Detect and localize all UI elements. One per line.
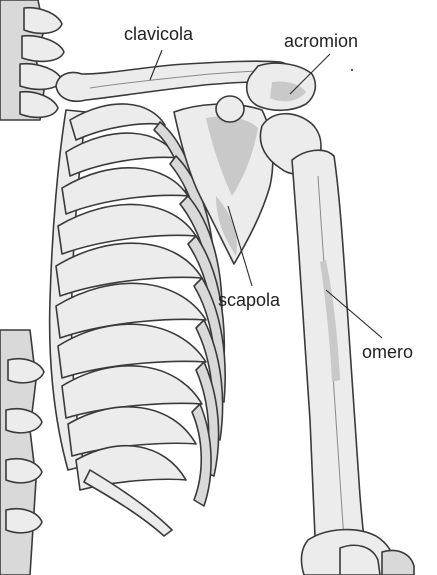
- acromion-label: acromion: [284, 31, 358, 51]
- acromion-bone: [247, 63, 316, 110]
- stray-dot: [351, 69, 353, 71]
- clavicle-label: clavicola: [124, 24, 194, 44]
- humerus-label: omero: [362, 342, 413, 362]
- scapula-label: scapola: [218, 290, 281, 310]
